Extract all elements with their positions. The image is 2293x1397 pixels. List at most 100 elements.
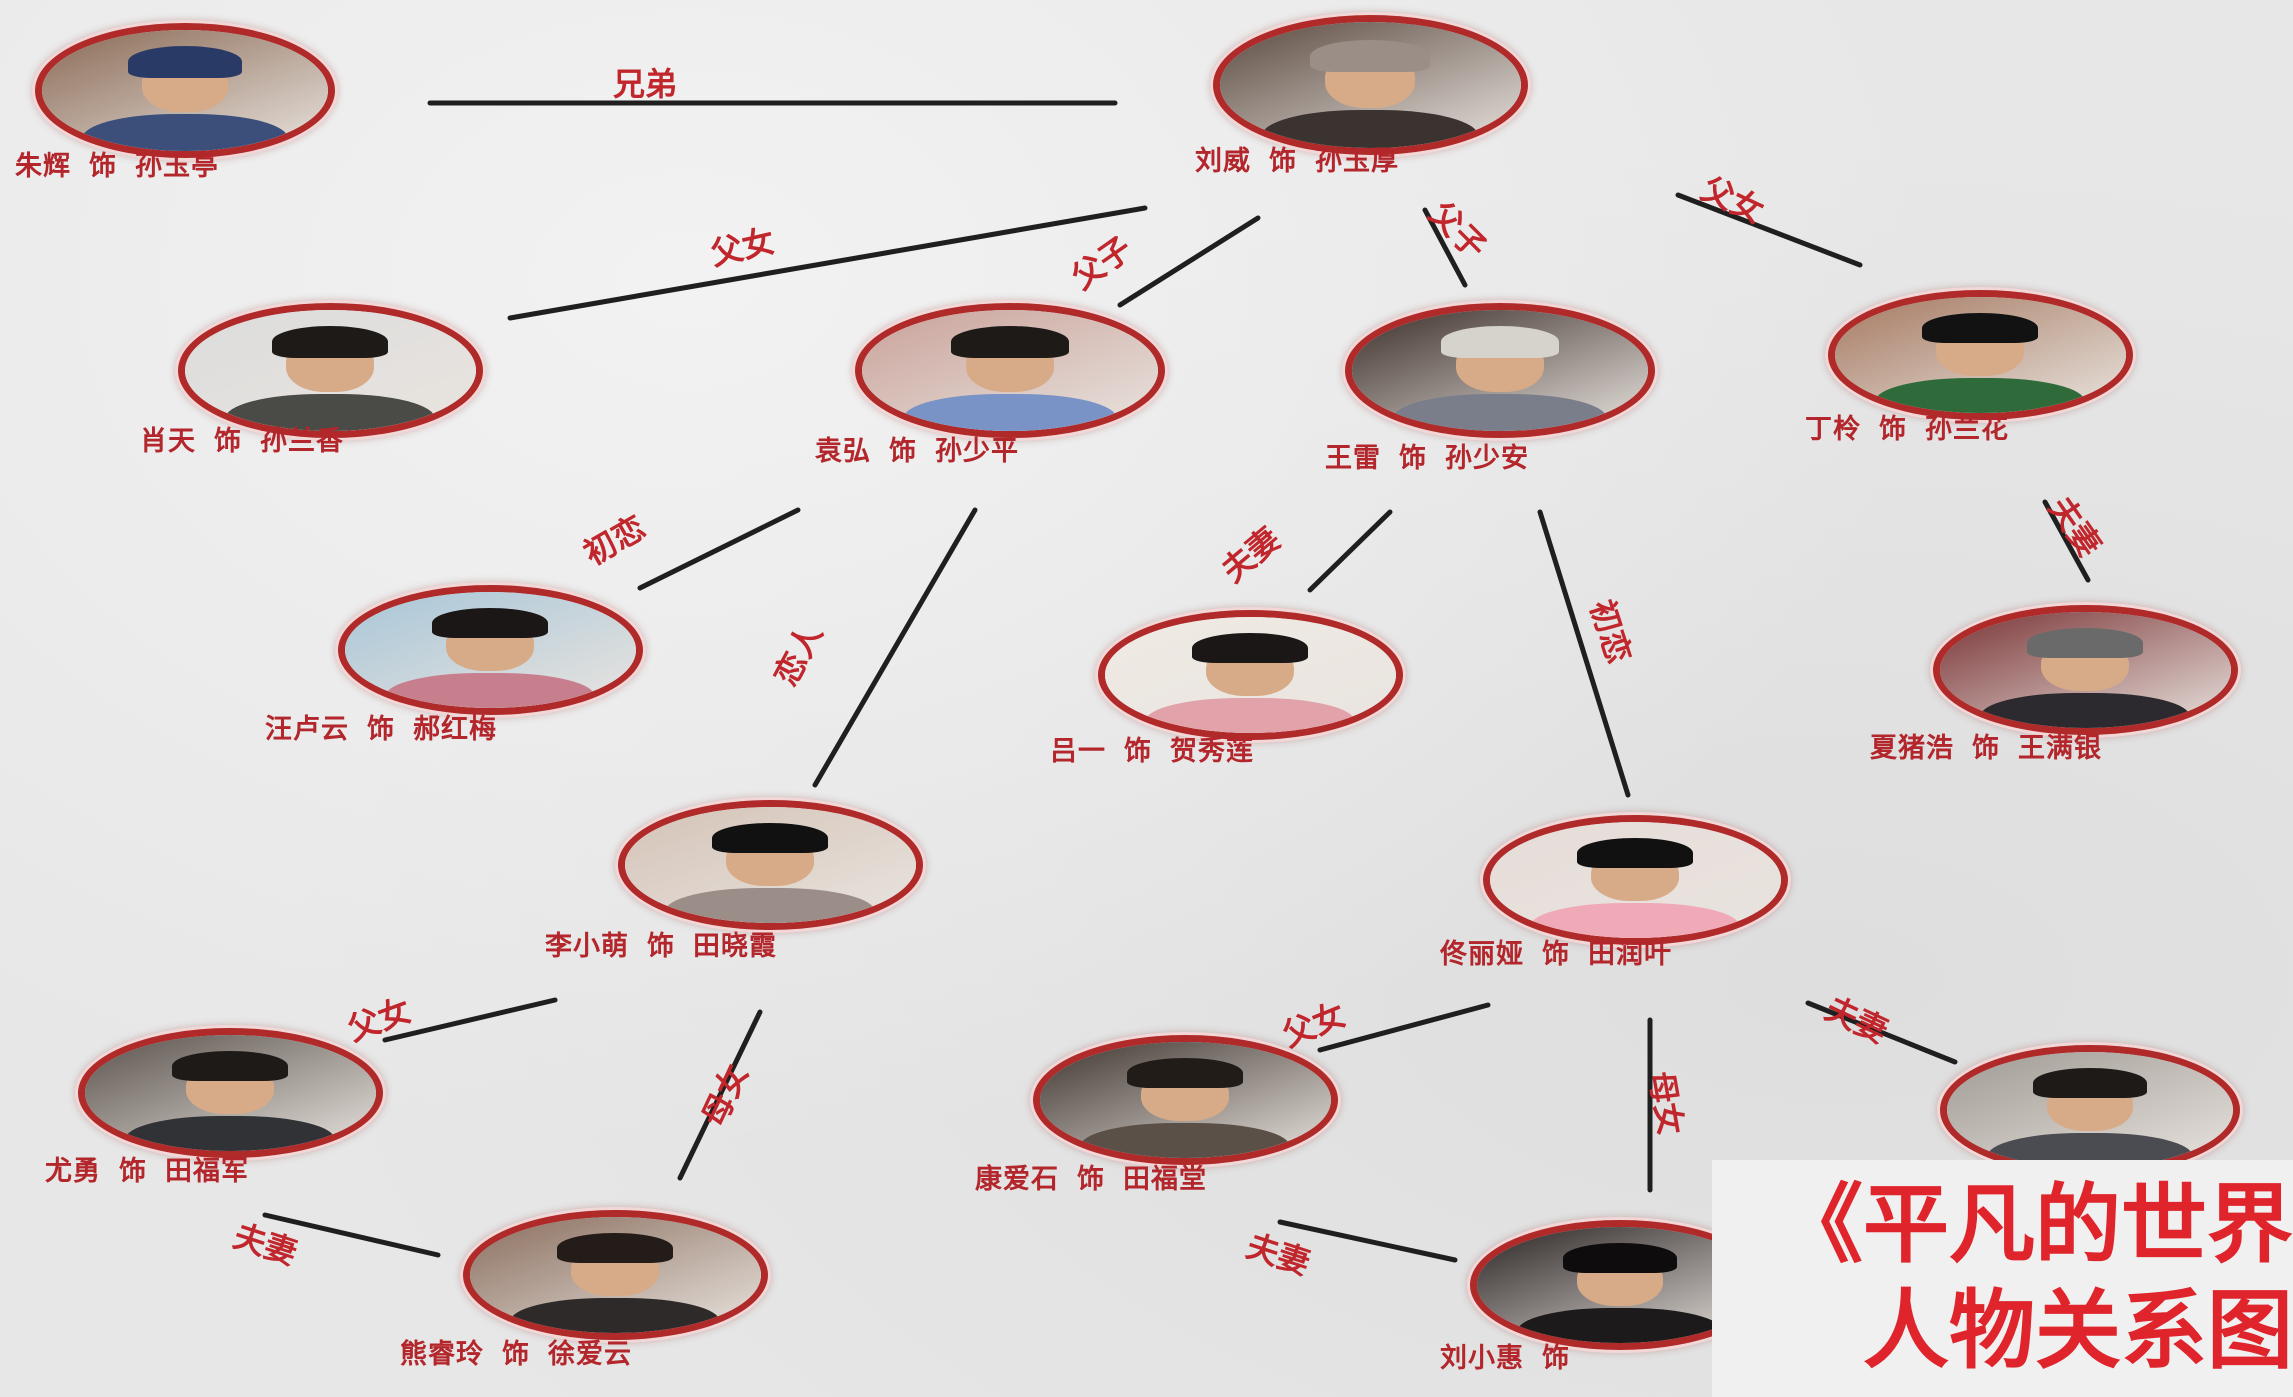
character-name: 孙玉厚 [1315,146,1399,177]
actor-name: 王雷 [1325,443,1381,474]
caption-sun_yuhou: 刘威饰孙玉厚 [1195,139,1399,178]
role-word: 饰 [1269,146,1297,177]
title-line-2: 人物关系图 [1863,1281,2293,1381]
portrait-sun_shaoan [1345,302,1655,438]
role-word: 饰 [1542,939,1570,970]
edge-sun_yuhou-sun_lanxiang [507,205,1148,321]
portrait-sun_yuhou [1212,15,1528,155]
actor-name: 李小萌 [545,931,629,962]
actor-name: 袁弘 [815,436,871,467]
edge-label-tian_runye-li_xiangqian: 夫妻 [1820,989,1894,1050]
edge-sun_lanhua-wang_mancang [2042,499,2091,583]
character-name: 徐爱云 [548,1339,632,1370]
title-box: 《平凡的世界 人物关系图 [1712,1160,2293,1397]
role-word: 饰 [889,436,917,467]
caption-sun_lanxiang: 肖天饰孙兰香 [140,419,344,458]
caption-sun_yuting: 朱辉饰孙玉亭 [15,144,219,183]
edge-sun_shaoping-hao_hongmei [637,507,801,591]
edge-sun_yuhou-sun_lanhua [1675,192,1863,268]
portrait-li_xiangqian [1940,1045,2240,1175]
role-word: 饰 [1879,414,1907,445]
caption-tian_futang: 康爱石饰田福堂 [975,1157,1207,1196]
actor-name: 刘小惠 [1440,1343,1524,1374]
edge-label-sun_shaoping-tian_xiaoxia: 恋人 [766,618,830,692]
edge-label-sun_yuhou-sun_shaoan: 父子 [1422,194,1494,266]
caption-sun_lanhua: 丁柃饰孙兰花 [1805,407,2009,446]
role-word: 饰 [89,151,117,182]
caption-tian_xiaoxia: 李小萌饰田晓霞 [545,924,777,963]
caption-xu_aiyun: 熊睿玲饰徐爱云 [400,1332,632,1371]
caption-liu_xiaohui: 刘小惠饰 [1440,1336,1588,1375]
character-name: 孙玉亭 [135,151,219,182]
caption-hao_hongmei: 汪卢云饰郝红梅 [265,707,497,746]
edge-sun_shaoan-he_xiulian [1307,509,1393,593]
role-word: 饰 [1972,733,2000,764]
character-name: 田福堂 [1123,1164,1207,1195]
edge-label-sun_shaoping-hao_hongmei: 初恋 [577,508,651,573]
role-word: 饰 [1542,1343,1570,1374]
actor-name: 尤勇 [45,1156,101,1187]
caption-sun_shaoping: 袁弘饰孙少平 [815,429,1019,468]
actor-name: 康爱石 [975,1164,1059,1195]
character-name: 田晓霞 [693,931,777,962]
actor-name: 熊睿玲 [400,1339,484,1370]
actor-name: 吕一 [1050,736,1106,767]
character-name: 孙兰花 [1925,414,2009,445]
role-word: 饰 [1077,1164,1105,1195]
portrait-sun_lanhua [1827,290,2133,420]
role-word: 饰 [647,931,675,962]
character-name: 王满银 [2018,733,2102,764]
character-name: 贺秀莲 [1170,736,1254,767]
caption-tian_fujun: 尤勇饰田福军 [45,1149,249,1188]
role-word: 饰 [1399,443,1427,474]
character-name: 孙少安 [1445,443,1529,474]
caption-wang_mancang: 夏猪浩饰王满银 [1870,726,2102,765]
edge-label-tian_fujun-xu_aiyun: 夫妻 [229,1217,302,1273]
edge-label-sun_lanhua-wang_mancang: 夫妻 [2041,490,2109,564]
edge-label-sun_shaoan-tian_runye: 初恋 [1583,595,1639,668]
portrait-he_xiulian [1097,610,1403,740]
edge-label-sun_yuhou-sun_lanhua: 父女 [1696,169,1770,230]
portrait-sun_yuting [35,22,335,158]
character-name: 田福军 [165,1156,249,1187]
edge-label-tian_xiaoxia-xu_aiyun: 母女 [694,1058,755,1132]
edge-sun_yuhou-sun_shaoan [1422,207,1468,288]
character-name: 孙兰香 [260,426,344,457]
caption-tian_runye: 佟丽娅饰田润叶 [1440,932,1672,971]
caption-he_xiulian: 吕一饰贺秀莲 [1050,729,1254,768]
character-name: 田润叶 [1588,939,1672,970]
edge-tian_fujun-xu_aiyun [262,1212,441,1258]
title-line-1: 《平凡的世界 [1777,1175,2293,1275]
edge-label-sun_yuhou-sun_shaoping: 父子 [1065,229,1139,297]
portrait-xu_aiyun [462,1210,768,1340]
edge-tian_runye-tian_futang [1317,1002,1491,1053]
portrait-sun_shaoping [855,302,1165,438]
edge-sun_yuhou-sun_shaoping [1117,215,1261,308]
character-name: 孙少平 [935,436,1019,467]
portrait-hao_hongmei [337,585,643,715]
edge-label-sun_shaoan-he_xiulian: 夫妻 [1214,519,1287,589]
edge-tian_futang-liu_xiaohui [1277,1219,1458,1263]
edge-tian_xiaoxia-xu_aiyun [677,1009,763,1181]
actor-name: 肖天 [140,426,196,457]
actor-name: 朱辉 [15,151,71,182]
actor-name: 丁柃 [1805,414,1861,445]
role-word: 饰 [214,426,242,457]
portrait-tian_futang [1032,1035,1338,1165]
edge-tian_runye-li_xiangqian [1805,1000,1958,1065]
edge-label-sun_yuting-sun_yuhou: 兄弟 [613,65,677,103]
caption-sun_shaoan: 王雷饰孙少安 [1325,436,1529,475]
portrait-tian_xiaoxia [617,800,923,930]
character-name: 郝红梅 [413,714,497,745]
role-word: 饰 [119,1156,147,1187]
portrait-tian_runye [1482,815,1788,945]
edge-label-tian_futang-liu_xiaohui: 夫妻 [1242,1227,1315,1283]
portrait-sun_lanxiang [177,302,483,438]
edge-label-sun_yuhou-sun_lanxiang: 父女 [707,222,778,273]
portrait-wang_mancang [1932,605,2238,735]
edge-sun_shaoping-tian_xiaoxia [812,507,978,788]
portrait-tian_fujun [77,1028,383,1158]
actor-name: 刘威 [1195,146,1251,177]
